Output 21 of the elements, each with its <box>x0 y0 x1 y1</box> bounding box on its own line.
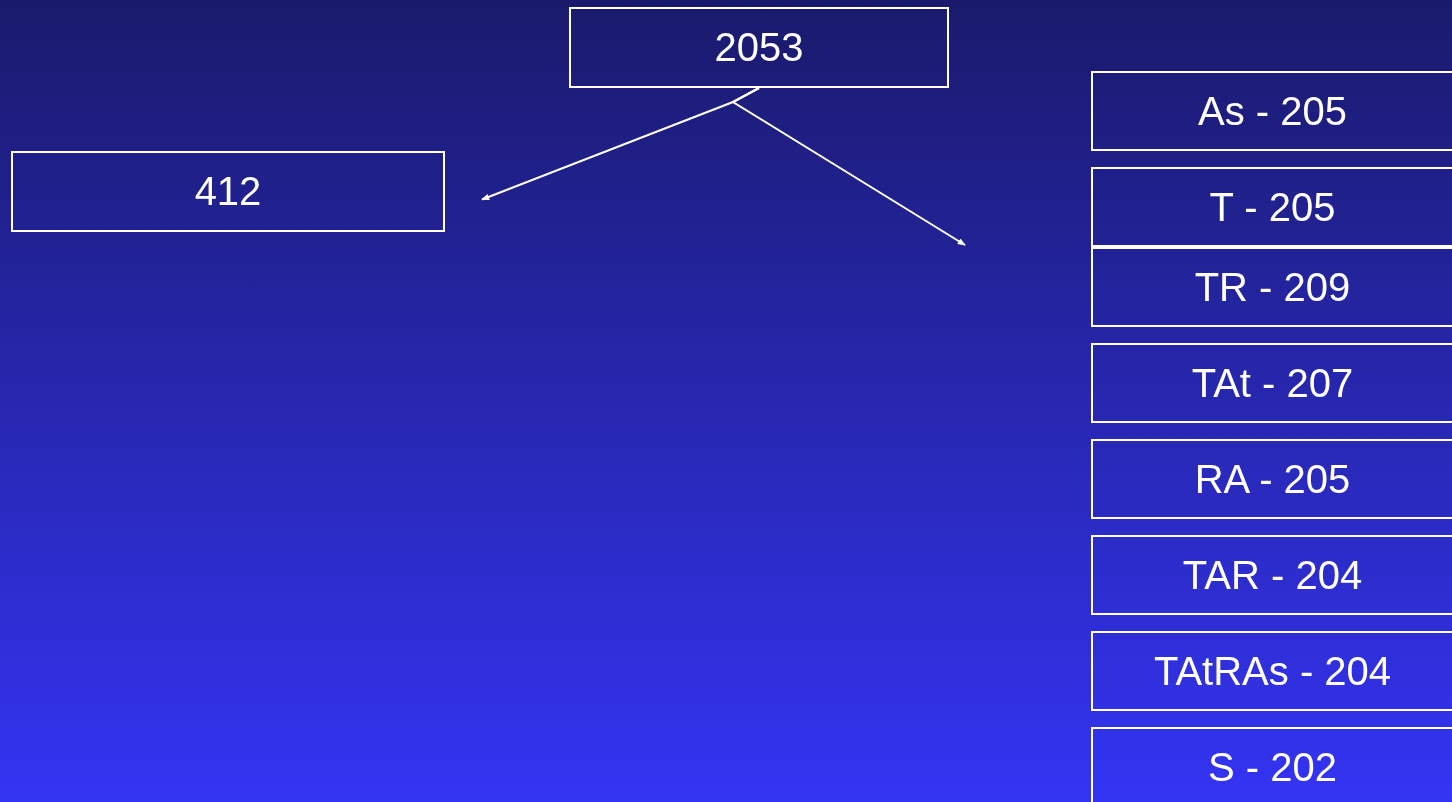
box-label: S - 202 <box>1208 744 1337 790</box>
box-label: T - 205 <box>1209 184 1336 230</box>
box-label: TAtRAs - 204 <box>1153 648 1392 694</box>
box-label: RA - 205 <box>1194 456 1351 502</box>
box-label: TAR - 204 <box>1182 552 1363 598</box>
value-box <box>1091 631 1452 711</box>
value-box <box>11 151 445 232</box>
value-box <box>1091 71 1452 151</box>
value-box <box>1091 727 1452 802</box>
value-box <box>1091 167 1452 247</box>
box-label: TAt - 207 <box>1191 360 1354 406</box>
value-box <box>569 7 949 88</box>
value-box <box>1091 247 1452 327</box>
box-label: TR - 209 <box>1194 264 1351 310</box>
box-label: 412 <box>194 169 262 214</box>
box-label: 2053 <box>714 25 804 70</box>
arrow <box>731 87 966 246</box>
value-box <box>1091 439 1452 519</box>
value-box <box>1091 343 1452 423</box>
value-box <box>1091 535 1452 615</box>
box-label: As - 205 <box>1198 88 1347 134</box>
